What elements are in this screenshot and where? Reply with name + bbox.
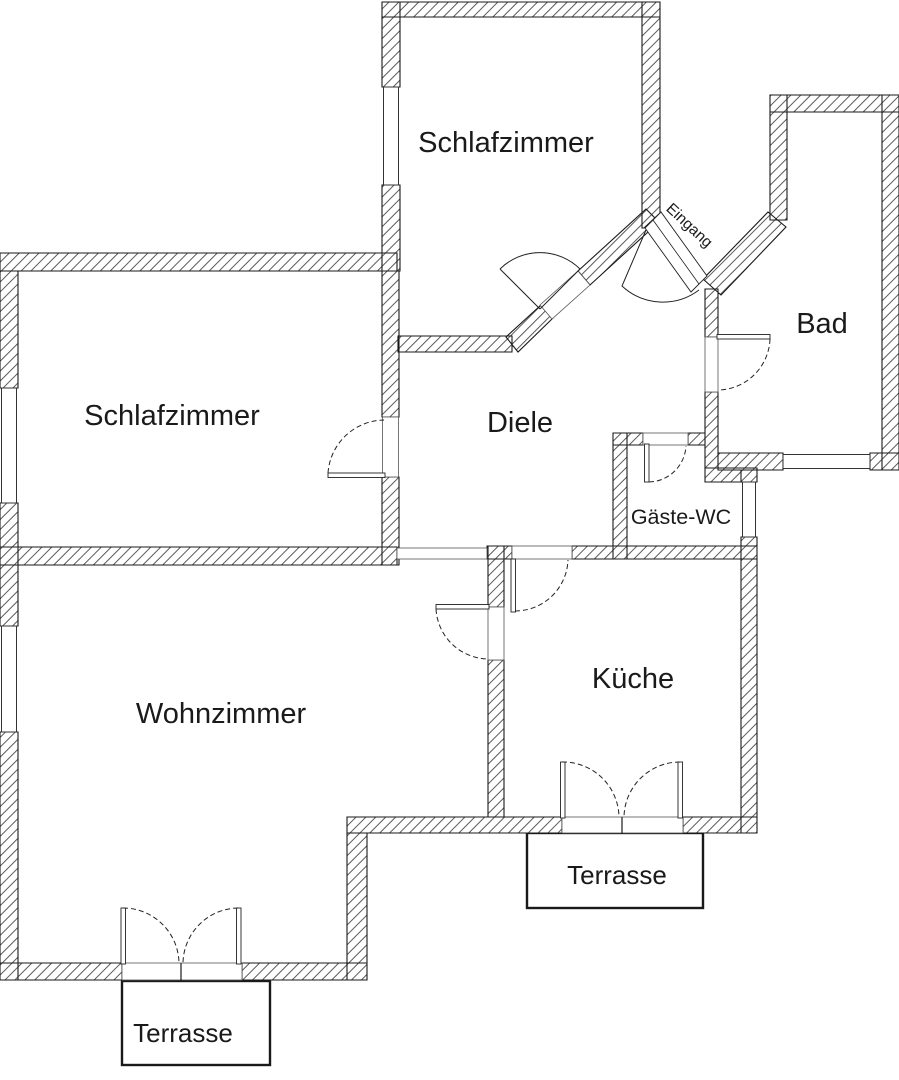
door-swing-arc [122,907,180,964]
door-opening [121,962,243,981]
door-leaf [560,761,566,819]
door-opening [539,270,591,320]
door-swing-arc [561,761,620,818]
room-label-gaeste-wc: Gäste-WC [631,505,731,529]
window [742,481,756,538]
door-leaf [327,472,386,478]
room-label-wohnzimmer: Wohnzimmer [136,698,307,730]
door-opening [487,606,505,661]
door-swing-arc [623,761,681,818]
door-opening [382,416,399,478]
entrance-door [621,211,708,303]
room-label-terrasse-sued: Terrasse [133,1018,233,1048]
door-swing-arc [435,608,489,660]
door-swing-arc [182,907,239,964]
door-swing-arcs [122,338,771,964]
door-leaf [716,334,771,340]
door-leaves [120,334,771,965]
door-swing-arc [514,559,569,612]
door-mullions [180,817,623,981]
room-label-diele: Diele [487,407,553,439]
terrace-east-outline [525,831,705,910]
door-leaf [120,907,126,965]
door-leaf [510,558,516,613]
room-label-kueche: Küche [592,663,674,695]
room-label-schlafzimmer-left: Schlafzimmer [84,400,260,432]
terraces [120,831,705,1067]
window [782,454,871,469]
windows [1,86,871,733]
room-label-schlafzimmer-top: Schlafzimmer [418,127,594,159]
window [383,86,399,186]
window [1,625,17,733]
passage-opening [396,547,488,560]
terrace-south-outline [120,979,272,1067]
door-opening [642,432,689,446]
door-opening [704,336,719,393]
window [1,387,17,504]
room-label-terrasse-ost: Terrasse [567,860,667,890]
door-swing-arc [327,419,385,474]
door-openings [121,270,719,981]
door-leaf [435,604,490,610]
door-leaf [677,761,683,819]
door-swing-arc [648,445,687,483]
door-swing-fan [499,252,581,310]
entrance-door-leaf-line [652,219,700,285]
door-swing-arc [718,338,771,391]
room-label-bad: Bad [796,308,848,340]
door-leaf [644,443,650,483]
entrance-door-swing-arc [621,229,700,303]
door-opening [511,545,573,560]
door-leaf [236,907,242,965]
